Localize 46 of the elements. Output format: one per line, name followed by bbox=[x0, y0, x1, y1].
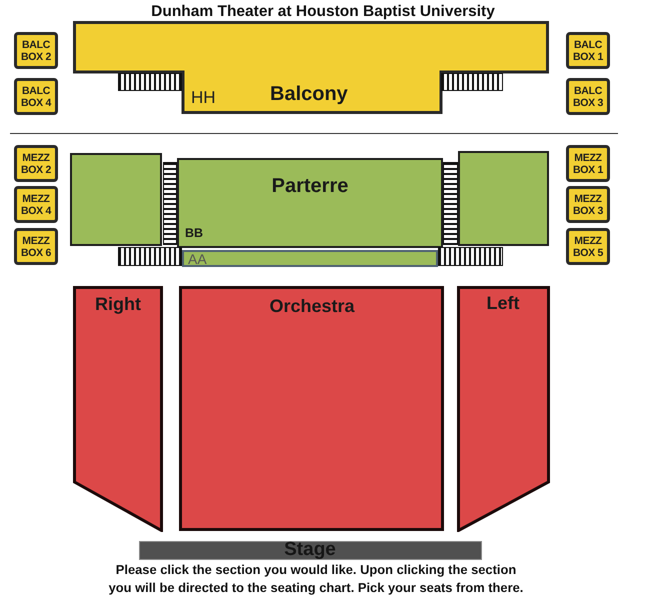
stairs bbox=[443, 162, 458, 245]
stage bbox=[139, 541, 482, 560]
box-seat-section bbox=[14, 78, 58, 115]
box-seat-section bbox=[566, 32, 610, 69]
row-label: AA bbox=[188, 252, 207, 268]
box-label: MEZZ BOX 1 bbox=[572, 152, 604, 176]
balcony-section bbox=[73, 21, 549, 114]
box-label: MEZZ BOX 2 bbox=[20, 152, 52, 176]
stairs bbox=[118, 247, 182, 266]
seat-row bbox=[182, 250, 438, 267]
title: Dunham Theater at Houston Baptist University bbox=[151, 3, 495, 21]
seating-section bbox=[73, 286, 163, 532]
stairs bbox=[163, 162, 177, 245]
box-seat-section bbox=[566, 78, 610, 115]
section-label: Left bbox=[486, 294, 520, 314]
section-label: Parterre bbox=[272, 175, 348, 197]
box-seat-section bbox=[566, 186, 610, 223]
box-label: MEZZ BOX 4 bbox=[20, 192, 52, 216]
box-seat-section bbox=[14, 186, 58, 223]
box-label: BALC BOX 1 bbox=[572, 38, 604, 62]
box-seat-section bbox=[14, 145, 58, 182]
parterre-section bbox=[177, 158, 443, 248]
box-label: BALC BOX 2 bbox=[20, 38, 52, 62]
box-label: BALC BOX 3 bbox=[572, 84, 604, 108]
seating-section bbox=[70, 153, 162, 246]
box-seat-section bbox=[566, 228, 610, 265]
box-label: MEZZ BOX 3 bbox=[572, 192, 604, 216]
box-label: BALC BOX 4 bbox=[20, 84, 52, 108]
row-label: HH bbox=[191, 89, 216, 108]
section-label: Orchestra bbox=[269, 297, 355, 317]
box-label: MEZZ BOX 5 bbox=[572, 234, 604, 258]
seating-section bbox=[457, 286, 550, 532]
caption: Please click the section you would like. Upon clicking the section you will be directed to the seating chart. Pick your seats from there. bbox=[108, 561, 524, 597]
stairs bbox=[118, 73, 182, 91]
row-label: BB bbox=[185, 227, 204, 241]
stage-label: Stage bbox=[284, 540, 336, 561]
section-label: Balcony bbox=[270, 83, 348, 105]
section-label: Right bbox=[95, 295, 141, 315]
box-seat-section bbox=[566, 145, 610, 182]
box-label: MEZZ BOX 6 bbox=[20, 234, 52, 258]
seating-section bbox=[458, 151, 549, 246]
orchestra-section bbox=[179, 286, 444, 531]
box-seat-section bbox=[14, 32, 58, 69]
stairs bbox=[438, 247, 503, 266]
box-seat-section bbox=[14, 228, 58, 265]
stairs bbox=[441, 73, 503, 91]
